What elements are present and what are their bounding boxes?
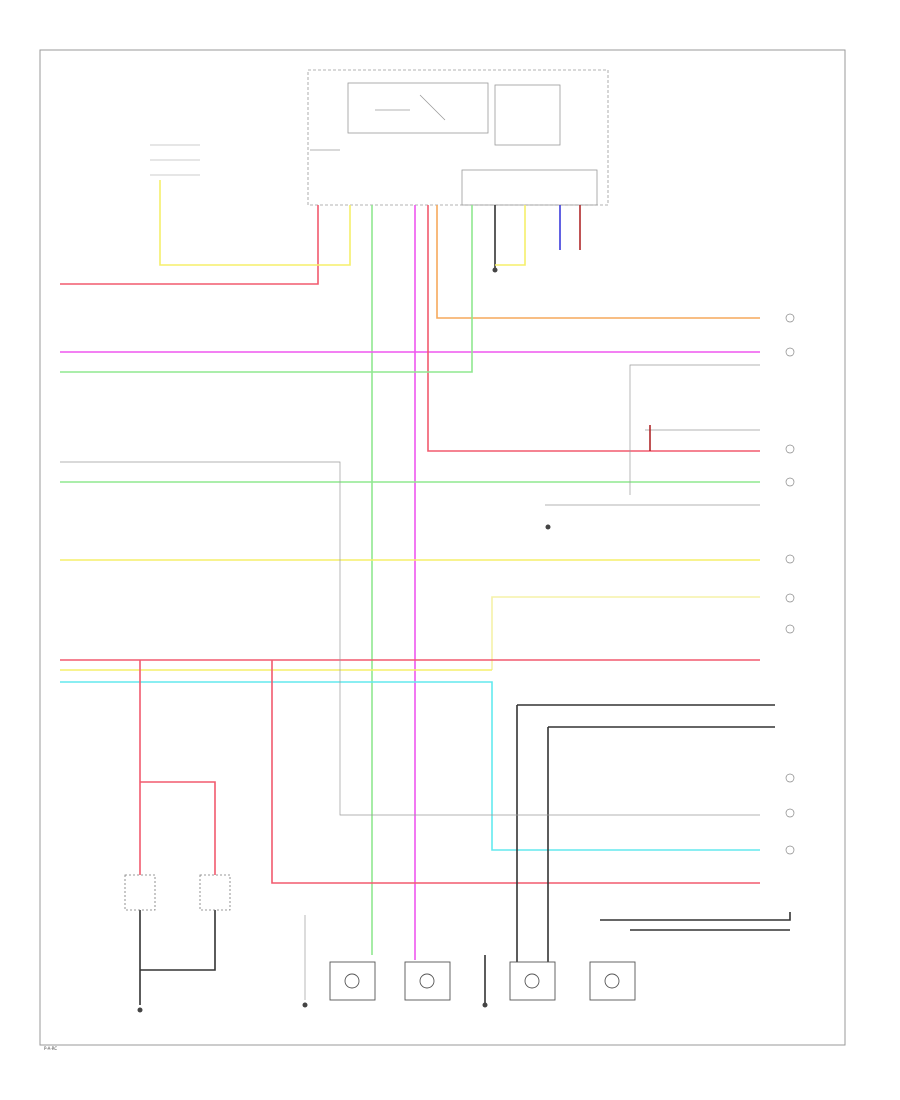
wire-orange-6 [436,205,760,319]
wire-lightyellow-10 [491,596,760,670]
wire-black-18 [140,910,216,971]
bottom-motors [329,961,636,1001]
wires [60,180,791,1005]
wire-gray-26 [629,364,760,495]
wire-red-0 [60,205,319,285]
fuse-label-block [150,144,200,176]
wire-cyan-13 [60,681,760,851]
wire-gray-25 [60,461,760,816]
wire-yellow-31 [495,205,526,266]
corner-label: P-A-RC [44,1046,57,1051]
wire-yellow-1 [159,180,351,266]
bottom-switches [124,874,231,911]
wire-red-16 [271,660,760,884]
wire-black-23 [600,912,791,921]
wire-red-5 [427,205,760,452]
junction-block [307,69,609,206]
lamp-symbols [785,313,795,855]
wire-green-7 [60,205,473,373]
ground-symbols [137,267,551,1013]
wire-red-15 [140,781,216,875]
diagram-frame [39,49,846,1046]
